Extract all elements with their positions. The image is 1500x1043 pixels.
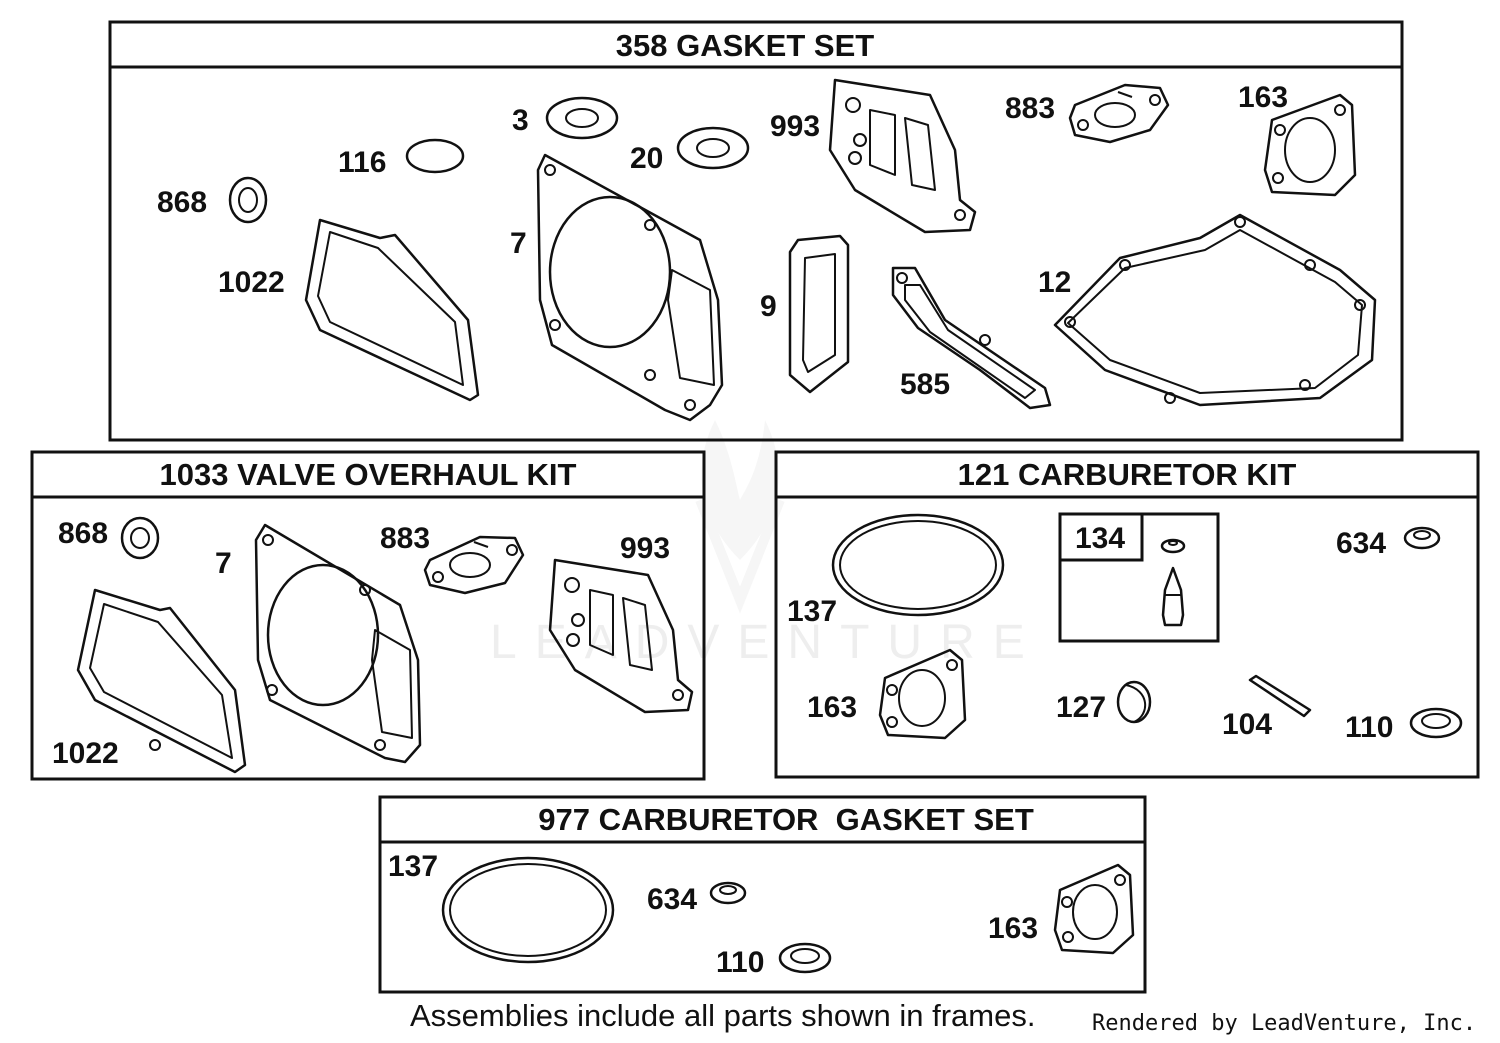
part-crankcase-gasket (1053, 213, 1377, 407)
callout-label: 127 (1056, 691, 1106, 724)
kit-title: 358 GASKET SET (616, 28, 874, 63)
part-valve-cover-gasket (76, 588, 247, 774)
callout-label: 163 (1238, 81, 1288, 114)
callout-label: 883 (380, 522, 430, 555)
part-washer (709, 881, 747, 905)
part-o-ring (405, 138, 465, 174)
callout-label: 7 (510, 227, 527, 260)
callout-label: 1022 (52, 737, 119, 770)
callout-label: 634 (1336, 527, 1386, 560)
part-welch-plug (1116, 680, 1152, 724)
callout-label: 110 (716, 946, 764, 979)
part-cylinder-head-gasket (536, 153, 724, 422)
part-valve-plate-gasket (828, 78, 977, 234)
part-float-pin (1248, 674, 1312, 718)
part-long-gasket (891, 266, 1052, 410)
part-carburetor-gasket (1068, 83, 1170, 144)
kit-frame-gasket-set: 358 GASKET SET (108, 20, 1404, 442)
kit-title: 1033 VALVE OVERHAUL KIT (160, 457, 577, 492)
part-breather-gasket (788, 234, 850, 394)
callout-label: 134 (1075, 522, 1125, 555)
kit-frame-carburetor-gasket-set: 977 CARBURETOR GASKET SET 137 634 110 16… (378, 795, 1147, 994)
part-seal-ring (545, 96, 619, 140)
part-throttle-gasket (1263, 93, 1357, 197)
part-cylinder-head-gasket (254, 523, 422, 764)
part-washer (778, 942, 832, 974)
subkit-frame-needle-and-seat (1058, 512, 1220, 643)
callout-label: 9 (760, 290, 777, 323)
kit-title: 121 CARBURETOR KIT (958, 457, 1297, 492)
part-throttle-gasket (878, 648, 967, 740)
callout-label: 20 (630, 142, 663, 175)
callout-label: 104 (1222, 708, 1272, 741)
part-throttle-gasket (1053, 863, 1135, 955)
callout-label: 634 (647, 883, 697, 916)
part-washer (1409, 707, 1463, 739)
part-bowl-gasket-ring (831, 513, 1005, 617)
callout-label: 116 (338, 146, 386, 179)
callout-label: 137 (787, 595, 837, 628)
part-valve-cover-gasket (304, 218, 480, 402)
callout-label: 3 (512, 104, 529, 137)
callout-label: 883 (1005, 92, 1055, 125)
footer-credit: Rendered by LeadVenture, Inc. (1092, 1011, 1476, 1036)
callout-label: 163 (807, 691, 857, 724)
callout-label: 585 (900, 368, 950, 401)
callout-label: 163 (988, 912, 1038, 945)
callout-label: 868 (157, 186, 207, 219)
kit-frame-valve-overhaul-kit: 1033 VALVE OVERHAUL KIT (30, 450, 706, 781)
callout-label: 868 (58, 517, 108, 550)
part-valve-plate-gasket (548, 558, 694, 714)
watermark-logo (695, 420, 785, 614)
part-carburetor-gasket (423, 535, 525, 595)
part-oil-seal (228, 176, 268, 224)
callout-label: 993 (770, 110, 820, 143)
kit-title: 977 CARBURETOR GASKET SET (538, 802, 1034, 837)
part-bowl-gasket-ring (441, 856, 615, 964)
callout-label: 1022 (218, 266, 285, 299)
callout-label: 110 (1345, 711, 1393, 744)
callout-label: 7 (215, 547, 232, 580)
callout-label: 993 (620, 532, 670, 565)
footer-note: Assemblies include all parts shown in fr… (410, 998, 1035, 1033)
callout-label: 137 (388, 850, 438, 883)
part-oil-seal (120, 516, 160, 560)
kit-frame-carburetor-kit: 121 CARBURETOR KIT (774, 450, 1480, 779)
part-washer (1403, 526, 1441, 550)
part-seal-ring (676, 126, 750, 170)
callout-label: 12 (1038, 266, 1071, 299)
